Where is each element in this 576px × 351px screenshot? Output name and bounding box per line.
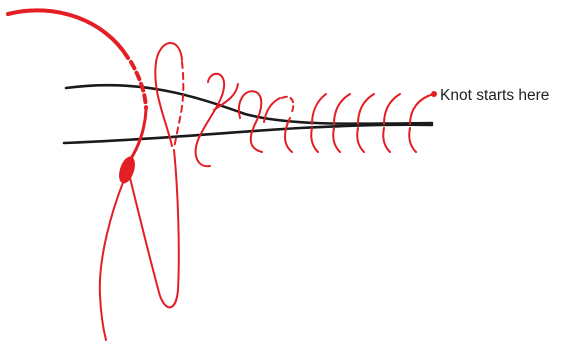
wrap-8-tail — [382, 127, 391, 153]
wrap-7 — [357, 93, 375, 125]
annotation-marker-dot — [431, 91, 437, 97]
wrap-5-tail — [310, 127, 319, 153]
wrap-9 — [409, 93, 435, 125]
wrap-loop-4-tail — [284, 117, 293, 153]
base-lines — [62, 83, 434, 145]
annotation-label: Knot starts here — [440, 87, 549, 104]
wrap-loop-4-hidden — [281, 95, 295, 113]
wrap-loop-1-hidden — [173, 61, 185, 149]
wrap-6-tail — [332, 127, 341, 153]
cord-top-arc — [6, 8, 130, 60]
wrap-5 — [311, 93, 327, 125]
wrap-9-tail — [408, 127, 417, 153]
cord-hidden-segment — [129, 60, 148, 110]
wrap-loop-4 — [263, 97, 281, 123]
cord-hanging-strand — [98, 179, 125, 341]
cord-descent — [128, 108, 148, 162]
wrap-8 — [383, 93, 401, 125]
knot-point — [119, 156, 135, 184]
wrap-loop-1 — [154, 42, 183, 147]
wrap-7-tail — [356, 127, 365, 153]
wrap-loop-2 — [194, 72, 226, 168]
wrap-6 — [333, 93, 351, 125]
upper-base-line — [64, 83, 434, 126]
lower-base-line — [62, 123, 434, 145]
wrap-loop-3 — [238, 90, 263, 153]
cord-hanging-loop — [129, 149, 180, 309]
wrap-loop-2b — [213, 83, 239, 111]
cord — [6, 8, 435, 341]
